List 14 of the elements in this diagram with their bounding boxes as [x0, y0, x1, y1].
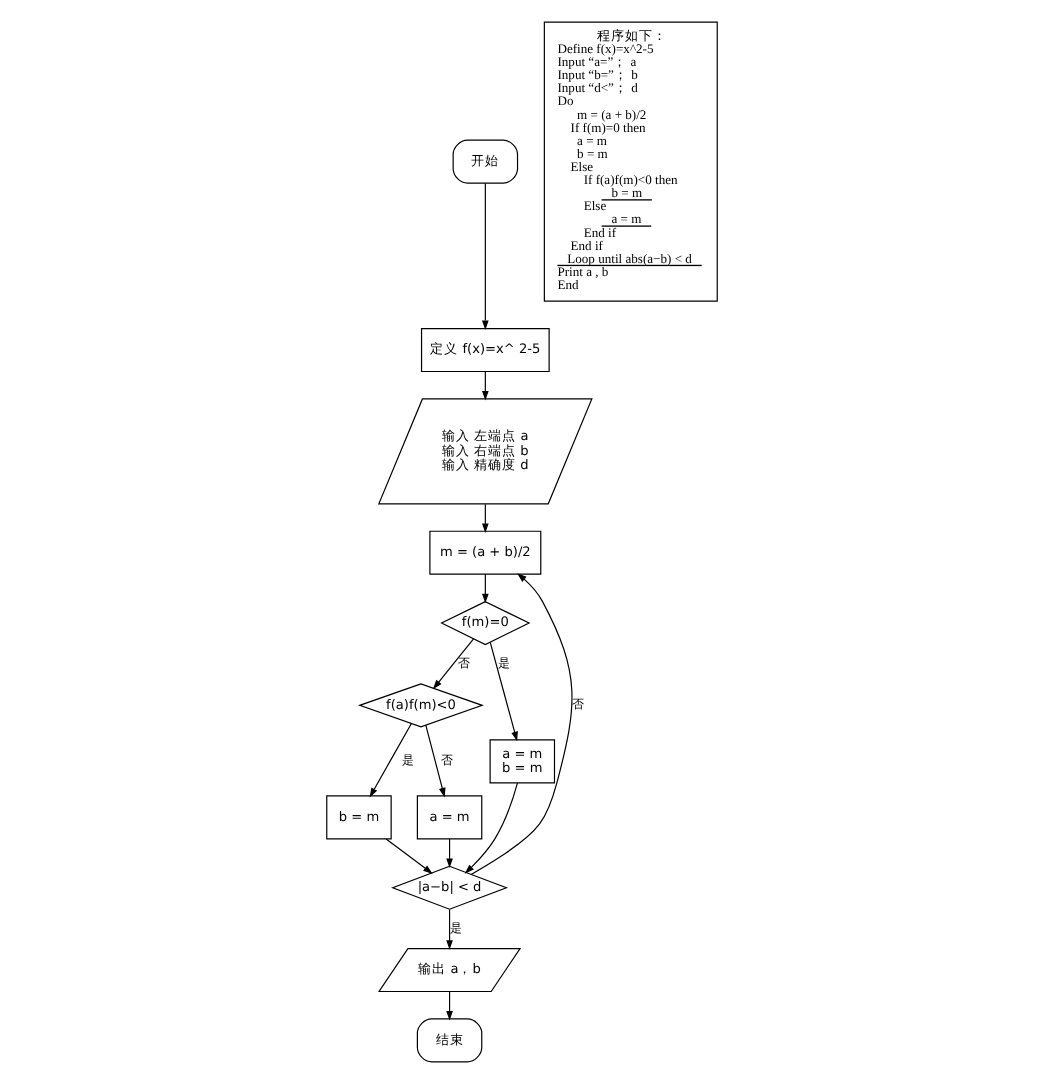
arrow — [369, 723, 412, 798]
arrow — [425, 724, 446, 798]
arrow — [482, 503, 489, 534]
arrow — [489, 642, 518, 742]
arrow — [482, 182, 489, 330]
arrow — [446, 838, 453, 868]
arrow — [482, 573, 489, 604]
arrow — [446, 991, 453, 1021]
arrow — [464, 782, 519, 874]
arrow — [470, 573, 573, 875]
arrow — [446, 908, 453, 950]
arrow — [432, 638, 475, 690]
arrow — [385, 838, 433, 874]
arrow — [482, 371, 489, 401]
